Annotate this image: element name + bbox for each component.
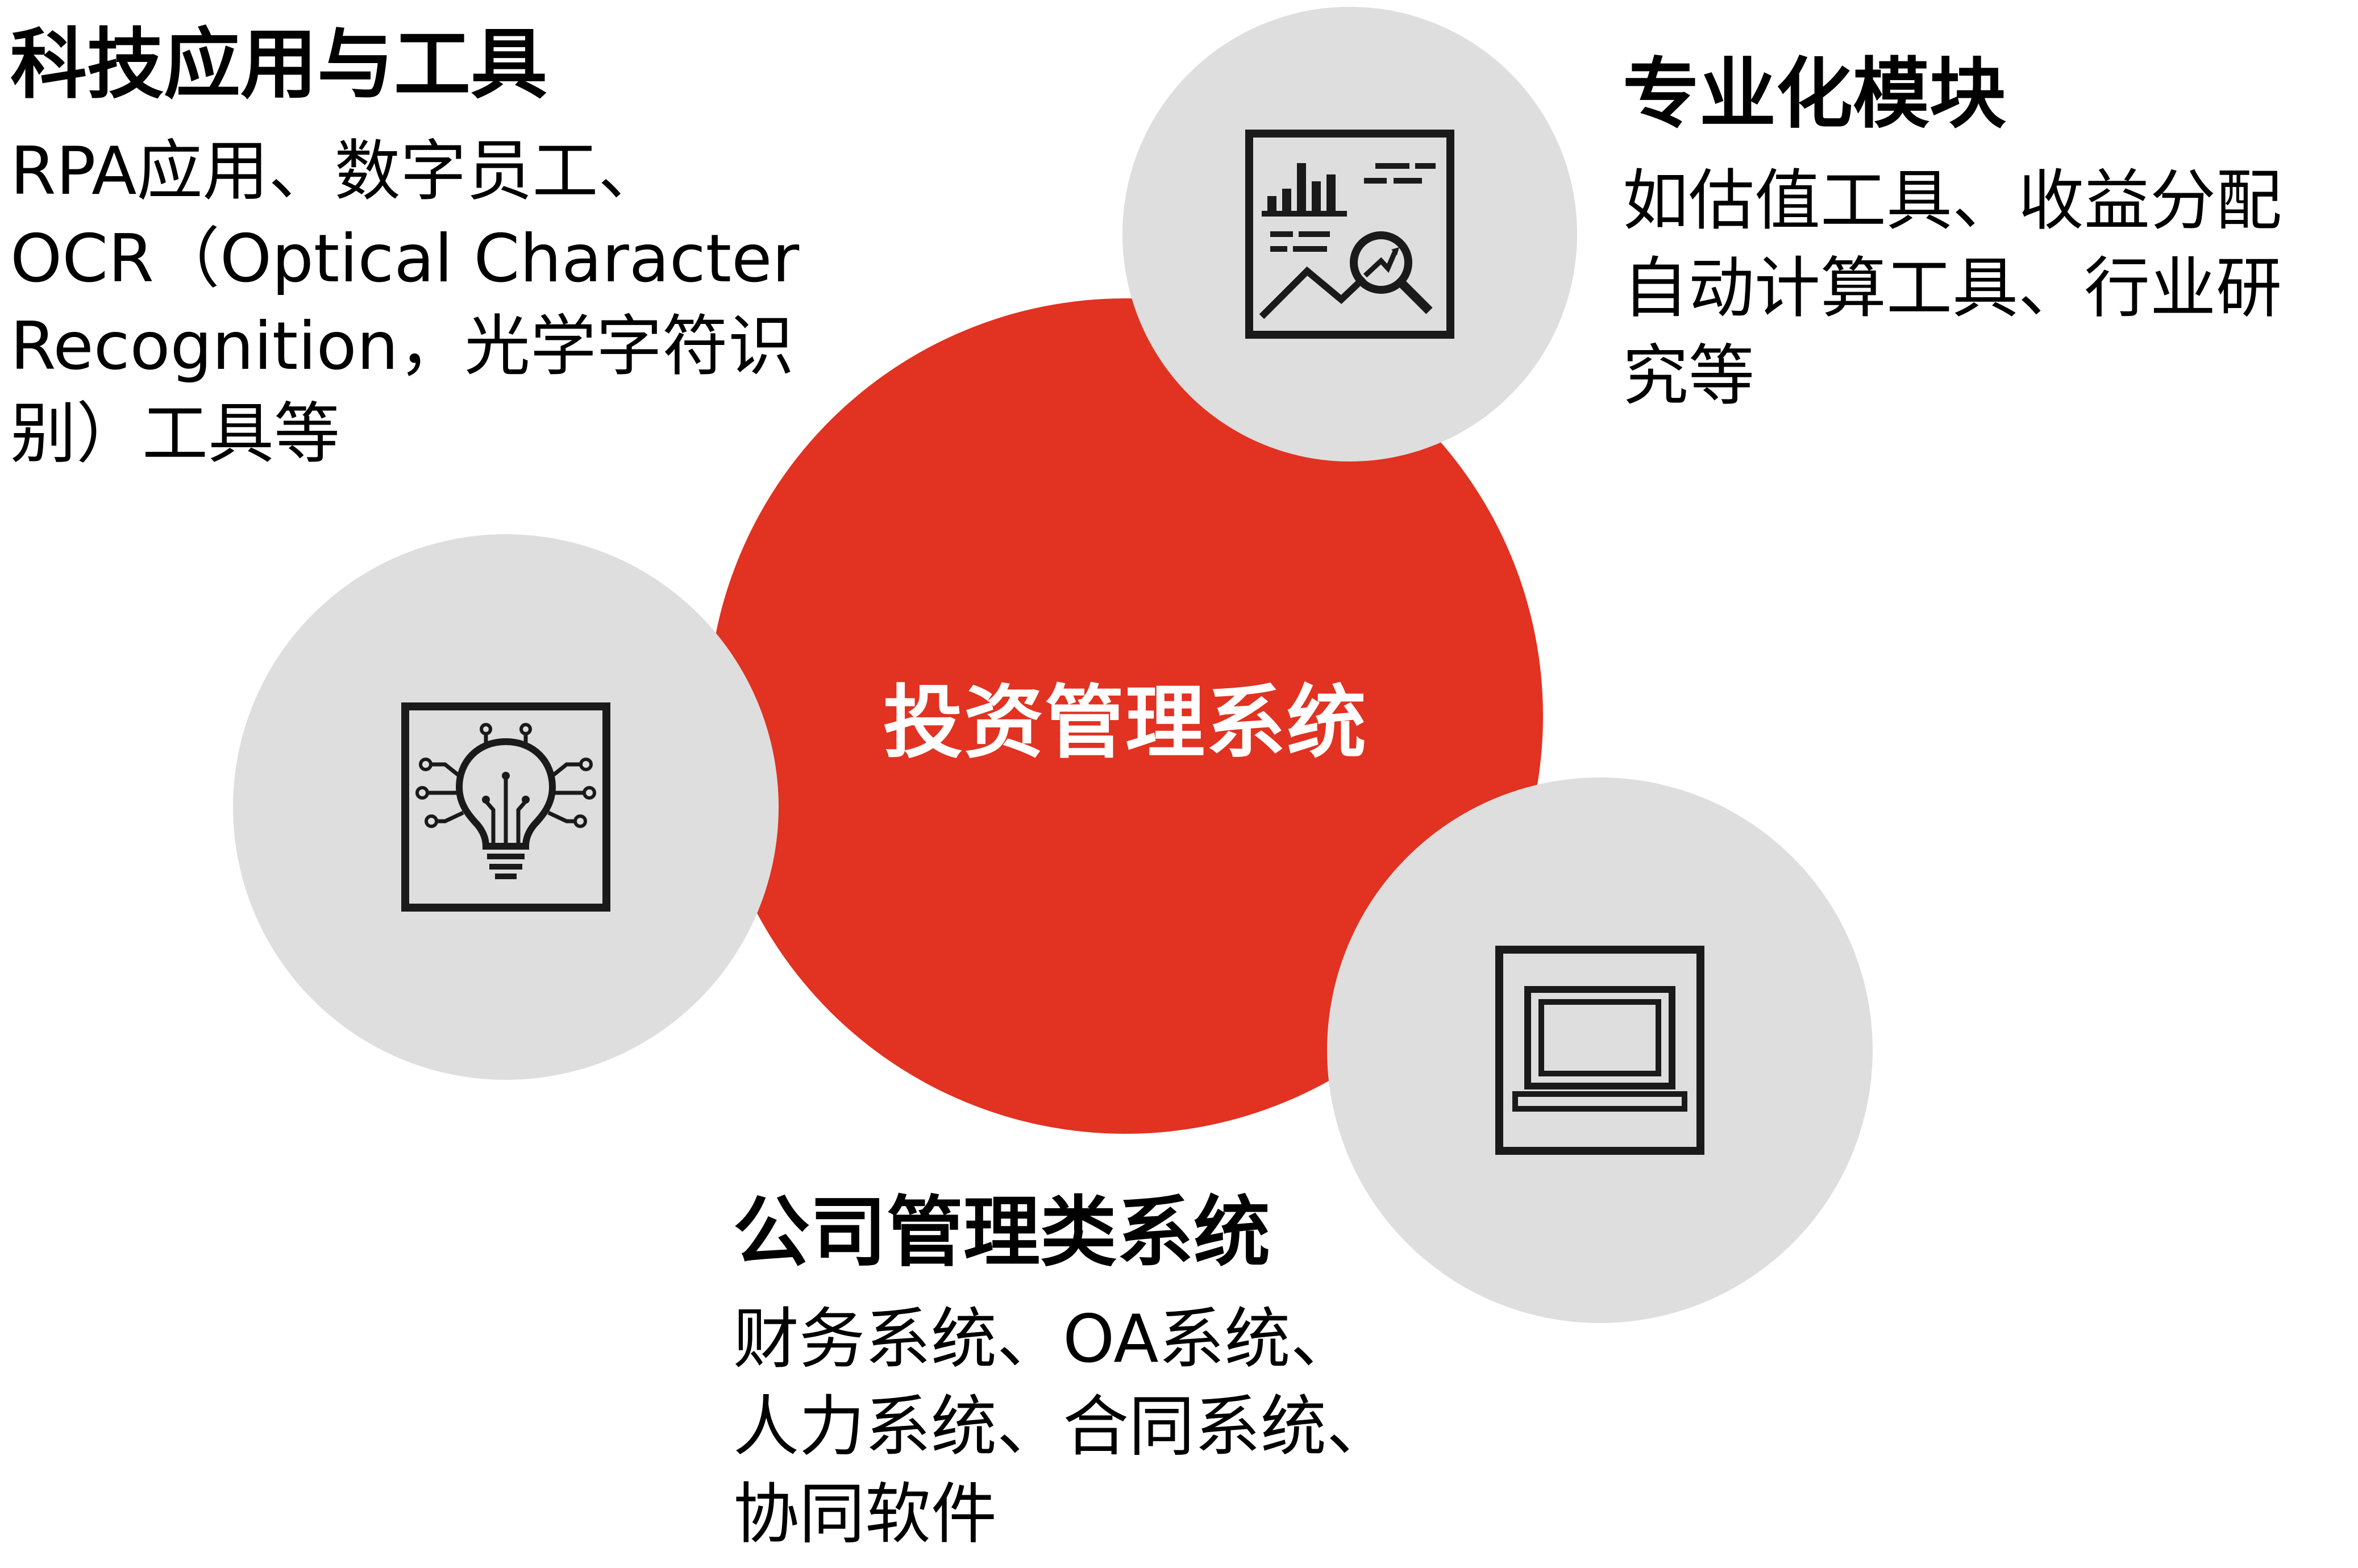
laptop-icon — [1495, 946, 1704, 1155]
tech-description: RPA应用、数字员工、 OCR（Optical Character Recogn… — [10, 128, 799, 479]
tech-line: RPA应用、数字员工、 — [10, 132, 664, 210]
tech-circle — [233, 534, 779, 1080]
pro-circle — [1122, 7, 1577, 461]
tech-block: 科技应用与工具 RPA应用、数字员工、 OCR（Optical Characte… — [10, 20, 799, 479]
pro-title: 专业化模块 — [1623, 49, 2006, 139]
tech-title: 科技应用与工具 — [10, 20, 547, 109]
tech-line: 别）工具等 — [10, 396, 340, 473]
corp-circle — [1327, 777, 1873, 1323]
pro-description: 如估值工具、收益分配 自动计算工具、行业研 究等 — [1623, 157, 2282, 421]
pro-line: 自动计算工具、行业研 — [1623, 249, 2282, 327]
pro-line: 如估值工具、收益分配 — [1623, 162, 2282, 239]
analytics-report-icon — [1245, 130, 1454, 339]
pro-line: 究等 — [1623, 338, 1754, 415]
corp-line: 协同软件 — [733, 1476, 997, 1553]
pro-block: 专业化模块 如估值工具、收益分配 自动计算工具、行业研 究等 — [1623, 52, 2282, 420]
corp-block: 公司管理类系统 财务系统、OA系统、 人力系统、合同系统、 协同软件 — [733, 1188, 1392, 1559]
center-label: 投资管理系统 — [883, 677, 1367, 770]
corp-title: 公司管理类系统 — [733, 1188, 1270, 1277]
tech-line: OCR（Optical Character — [10, 220, 800, 297]
corp-line: 人力系统、合同系统、 — [733, 1388, 1392, 1465]
corp-description: 财务系统、OA系统、 人力系统、合同系统、 协同软件 — [733, 1296, 1392, 1559]
lightbulb-circuit-icon — [401, 702, 610, 912]
corp-line: 财务系统、OA系统、 — [733, 1300, 1357, 1378]
tech-line: Recognition，光学字符识 — [10, 308, 795, 385]
